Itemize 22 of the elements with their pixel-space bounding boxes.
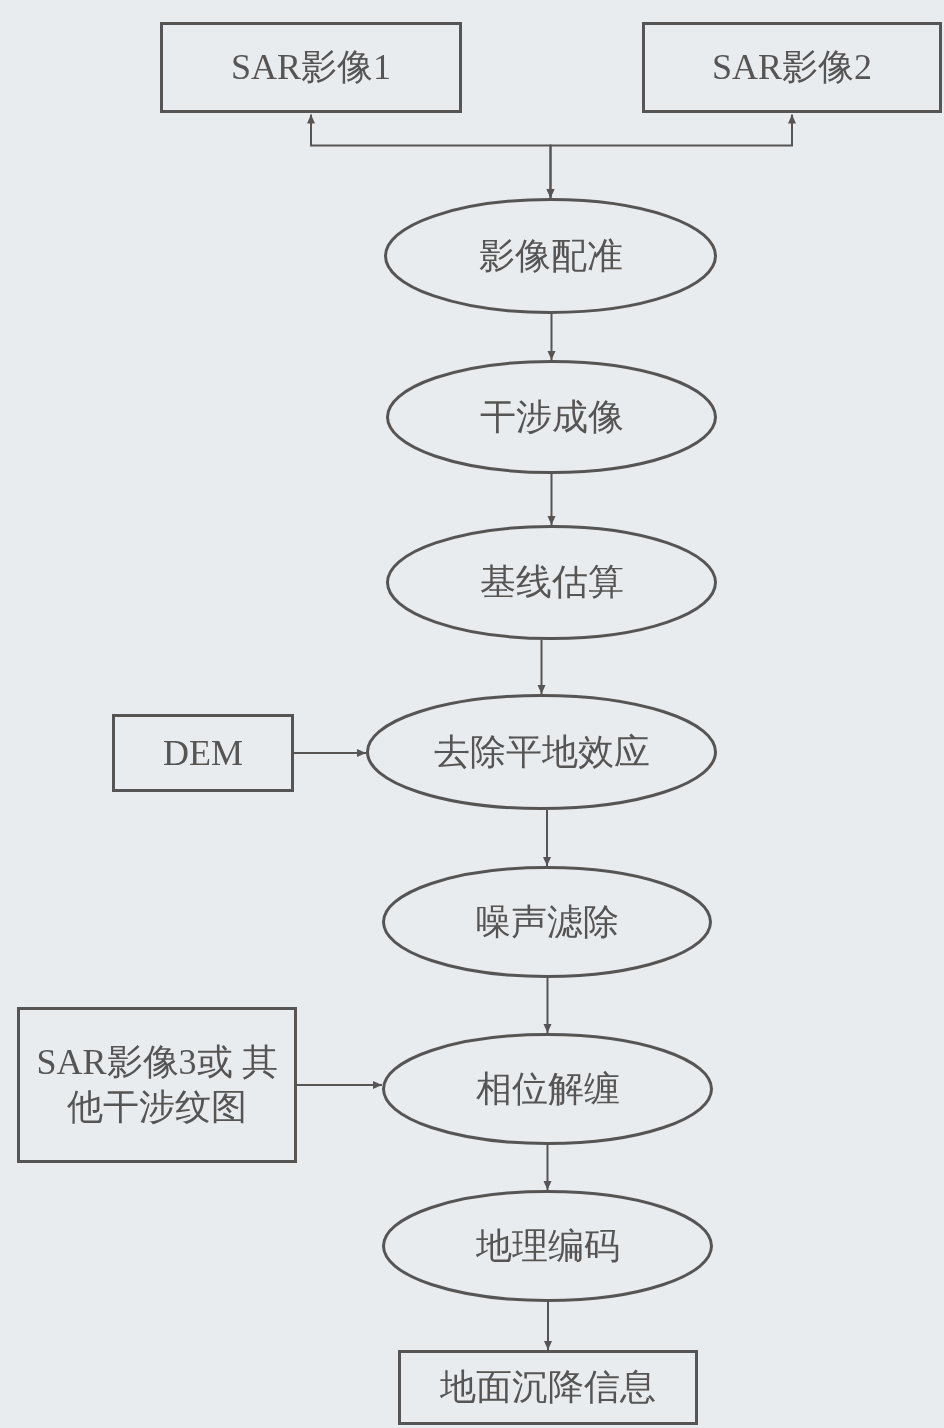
arrow [296, 1083, 383, 1087]
arrow [539, 639, 544, 695]
process-box: DEM [112, 714, 294, 792]
arrow [546, 1301, 550, 1351]
arrow [545, 809, 549, 867]
process-ellipse: 去除平地效应 [366, 694, 717, 810]
arrow [548, 113, 794, 199]
arrow [293, 751, 367, 755]
arrow [545, 1144, 550, 1191]
process-ellipse: 影像配准 [384, 198, 717, 314]
process-box: SAR影像3或 其他干涉纹图 [17, 1007, 297, 1163]
process-box: 地面沉降信息 [398, 1350, 698, 1425]
process-ellipse: 地理编码 [382, 1190, 713, 1302]
process-ellipse: 基线估算 [386, 525, 717, 640]
arrow [549, 313, 554, 361]
process-ellipse: 噪声滤除 [382, 866, 712, 978]
process-ellipse: 相位解缠 [382, 1033, 713, 1145]
process-ellipse: 干涉成像 [386, 360, 717, 474]
process-box: SAR影像1 [160, 22, 462, 113]
arrow [549, 473, 554, 526]
process-box: SAR影像2 [642, 22, 942, 113]
arrow [545, 977, 550, 1034]
